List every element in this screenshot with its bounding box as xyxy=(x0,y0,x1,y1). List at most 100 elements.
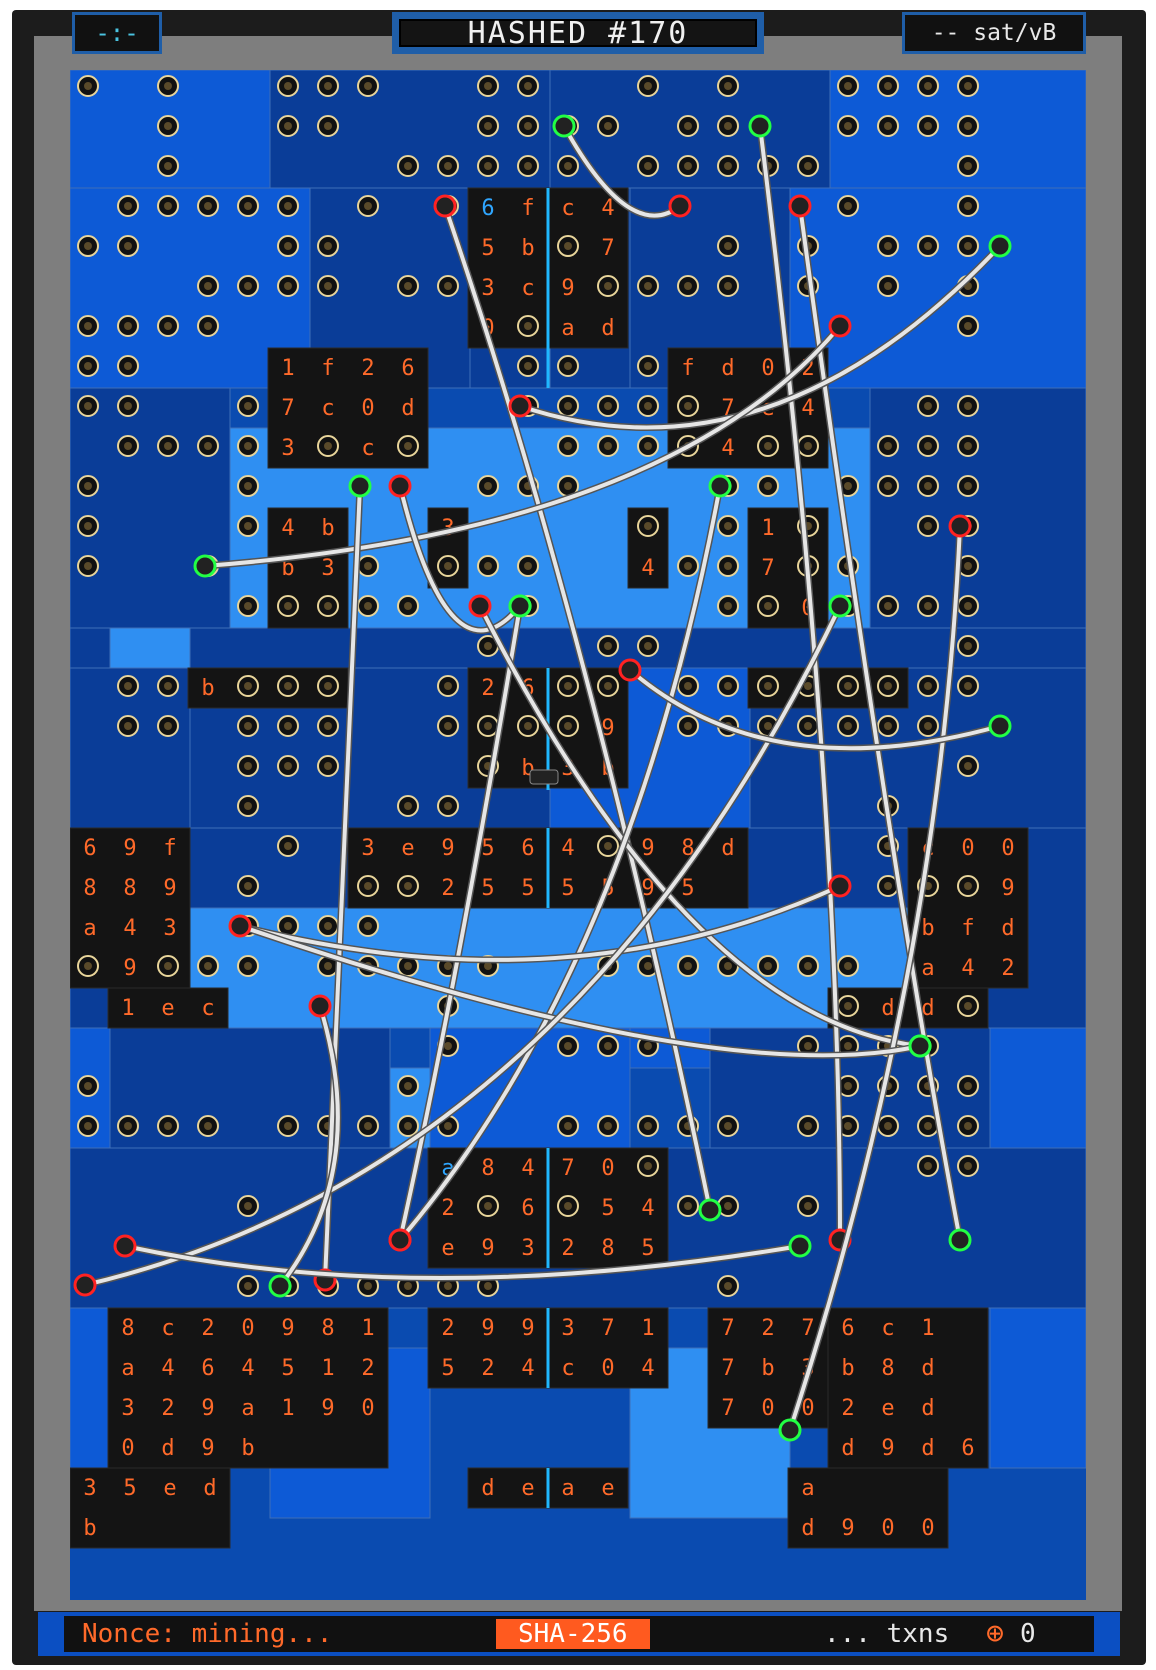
patch-cable[interactable] xyxy=(398,604,522,1242)
cable-plug[interactable] xyxy=(698,1198,722,1222)
cable-plug[interactable] xyxy=(388,474,412,498)
port-jack-core xyxy=(244,282,252,290)
patch-cable[interactable] xyxy=(758,124,842,1242)
cable-plug[interactable] xyxy=(708,474,732,498)
port-jack-core xyxy=(604,642,612,650)
patch-cable[interactable] xyxy=(478,604,922,1048)
port-jack-core xyxy=(644,1162,652,1170)
port-jack-core xyxy=(204,322,212,330)
port-jack-core xyxy=(484,162,492,170)
port-jack-core xyxy=(244,762,252,770)
cable-plug[interactable] xyxy=(388,1228,412,1252)
cable-plug[interactable] xyxy=(828,594,852,618)
port-jack-core xyxy=(844,722,852,730)
header-left-label: -:- xyxy=(95,19,139,47)
cable-plug[interactable] xyxy=(778,1418,802,1442)
cable-plug[interactable] xyxy=(433,194,457,218)
hex-digit: 4 xyxy=(521,1156,534,1181)
patch-board[interactable]: 6fc45be73c9609ad1f267c0d3acdfd0267e4b46d… xyxy=(70,70,1086,1600)
cable-plug[interactable] xyxy=(348,474,372,498)
hex-digit: 3 xyxy=(561,1316,574,1341)
hex-digit: 9 xyxy=(641,836,654,861)
cable-plug[interactable] xyxy=(948,1228,972,1252)
port-jack-core xyxy=(524,322,532,330)
hex-digit: 9 xyxy=(601,716,614,741)
patch-cable[interactable] xyxy=(398,484,722,1242)
port-jack-core xyxy=(804,962,812,970)
cable-plug[interactable] xyxy=(788,194,812,218)
cable-plug[interactable] xyxy=(193,554,217,578)
port-jack-core xyxy=(764,442,772,450)
port-jack-core xyxy=(564,682,572,690)
cable-plug[interactable] xyxy=(73,1273,97,1297)
cable-plug[interactable] xyxy=(788,1234,812,1258)
port-jack-core xyxy=(164,82,172,90)
patch-cable[interactable] xyxy=(518,244,1002,430)
port-jack-core xyxy=(324,682,332,690)
cable-plug[interactable] xyxy=(618,658,642,682)
port-jack-core xyxy=(964,642,972,650)
header-title-plate: HASHED #170 xyxy=(392,12,764,54)
cable-plug[interactable] xyxy=(988,714,1012,738)
cable-plug[interactable] xyxy=(828,314,852,338)
cable-plug[interactable] xyxy=(308,994,332,1018)
patch-cable[interactable] xyxy=(238,884,842,962)
hex-digit: 9 xyxy=(201,1396,214,1421)
patch-cable[interactable] xyxy=(203,324,842,568)
cable-plug[interactable] xyxy=(268,1274,292,1298)
hex-digit: b xyxy=(281,556,294,581)
port-jack-core xyxy=(644,362,652,370)
port-jack-core xyxy=(684,722,692,730)
port-jack-core xyxy=(924,1122,932,1130)
hex-digit: 2 xyxy=(441,876,454,901)
patch-cable[interactable] xyxy=(83,604,842,1287)
cable-plug[interactable] xyxy=(988,234,1012,258)
port-jack-core xyxy=(964,482,972,490)
board-tile xyxy=(789,187,1086,389)
hex-digit: b xyxy=(521,236,534,261)
hex-digit: 7 xyxy=(801,1316,814,1341)
port-jack-core xyxy=(684,562,692,570)
hex-digit: 9 xyxy=(123,836,136,861)
patch-board-canvas[interactable]: 6fc45be73c9609ad1f267c0d3acdfd0267e4b46d… xyxy=(70,70,1086,1600)
hex-digit: 2 xyxy=(361,1356,374,1381)
cable-plug[interactable] xyxy=(508,594,532,618)
patch-cable[interactable] xyxy=(278,1004,340,1288)
center-switch[interactable] xyxy=(529,769,559,785)
patch-cable[interactable] xyxy=(398,484,522,633)
txns-label: ... txns xyxy=(824,1619,950,1649)
cable-plug[interactable] xyxy=(113,1234,137,1258)
patch-cable[interactable] xyxy=(628,668,1002,751)
patch-cable[interactable] xyxy=(562,124,682,218)
hex-digit: 3 xyxy=(481,276,494,301)
cable-plug[interactable] xyxy=(748,114,772,138)
hex-digit: 9 xyxy=(163,876,176,901)
cable-plug[interactable] xyxy=(908,1034,932,1058)
port-jack-core xyxy=(604,122,612,130)
patch-cable[interactable] xyxy=(123,1244,802,1280)
cable-plug[interactable] xyxy=(552,114,576,138)
cable-plug[interactable] xyxy=(948,514,972,538)
cable-plug[interactable] xyxy=(668,194,692,218)
port-jack-core xyxy=(84,562,92,570)
port-jack-core xyxy=(84,962,92,970)
board-tile xyxy=(989,1027,1086,1149)
port-jack-core xyxy=(124,202,132,210)
cable-plug[interactable] xyxy=(828,874,852,898)
port-jack-core xyxy=(244,722,252,730)
hex-digit: e xyxy=(401,836,414,861)
hex-digit: d xyxy=(801,1516,814,1541)
patch-cable[interactable] xyxy=(798,204,962,1242)
cable-plug[interactable] xyxy=(468,594,492,618)
cable-plug[interactable] xyxy=(508,394,532,418)
hex-digit: 5 xyxy=(481,876,494,901)
port-jack-core xyxy=(644,1122,652,1130)
hex-digit: 4 xyxy=(721,436,734,461)
patch-cable[interactable] xyxy=(788,524,962,1432)
port-jack-core xyxy=(324,722,332,730)
cable-plug[interactable] xyxy=(228,914,252,938)
port-jack-core xyxy=(524,362,532,370)
algorithm-badge: SHA-256 xyxy=(496,1619,650,1649)
port-jack-core xyxy=(884,442,892,450)
patch-cable[interactable] xyxy=(238,924,922,1058)
